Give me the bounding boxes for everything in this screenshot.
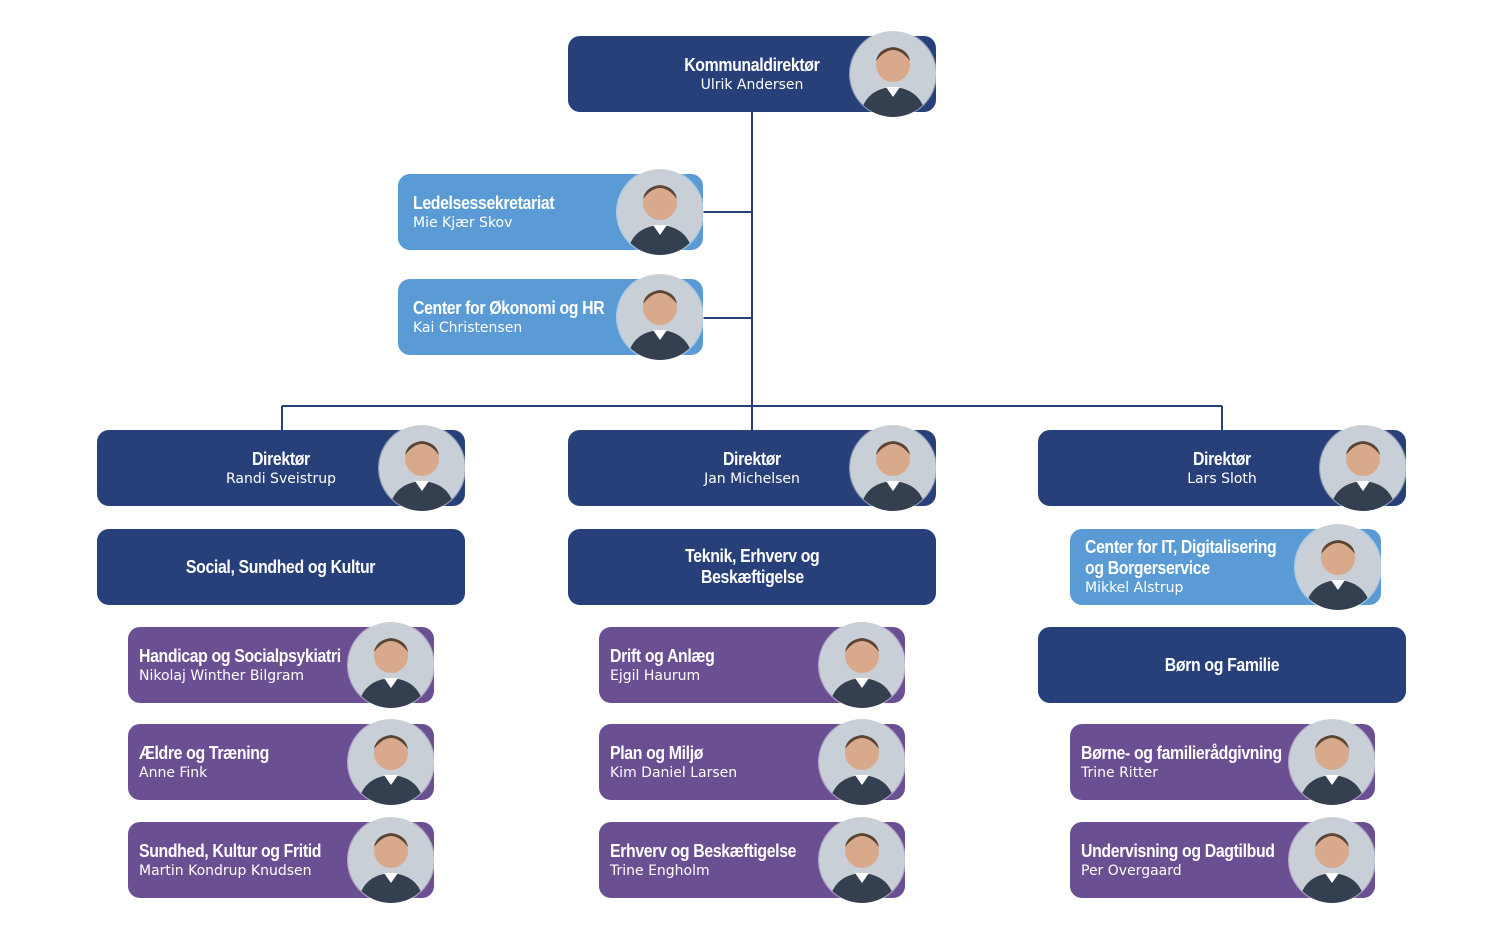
person-photo-icon: [819, 817, 905, 903]
area-title: Børn og Familie: [1164, 654, 1280, 675]
unit-title: Erhverv og Beskæftigelse: [610, 840, 797, 861]
unit-name: Anne Fink: [139, 764, 208, 781]
unit-title: Drift og Anlæg: [610, 645, 715, 666]
director-title: Direktør: [723, 448, 781, 469]
unit-name: Kim Daniel Larsen: [610, 764, 738, 781]
director-name: Randi Sveistrup: [225, 470, 337, 487]
person-photo-icon: [850, 31, 936, 117]
center-name: Mikkel Alstrup: [1085, 580, 1184, 596]
staff-name: Kai Christensen: [413, 319, 523, 336]
director-title: Direktør: [252, 448, 310, 469]
area-box-social[interactable]: Social, Sundhed og Kultur: [97, 529, 465, 605]
staff-title: Ledelsessekretariat: [413, 192, 555, 213]
person-photo-icon: [617, 274, 703, 360]
person-photo-icon: [1320, 425, 1406, 511]
person-photo-icon: [850, 425, 936, 511]
unit-title: Sundhed, Kultur og Fritid: [139, 840, 322, 861]
unit-title: Børne- og familierådgivning: [1081, 742, 1282, 763]
person-photo-icon: [379, 425, 465, 511]
area-box-technical[interactable]: Teknik, Erhverv og Beskæftigelse: [568, 529, 936, 605]
unit-name: Ejgil Haurum: [610, 667, 701, 684]
person-photo-icon: [819, 622, 905, 708]
unit-name: Nikolaj Winther Bilgram: [139, 667, 305, 684]
director-name: Lars Sloth: [1187, 470, 1257, 487]
person-photo-icon: [617, 169, 703, 255]
center-title-line2: og Borgerservice: [1085, 558, 1210, 578]
person-photo-icon: [1295, 524, 1381, 610]
person-photo-icon: [819, 719, 905, 805]
person-photo-icon: [1289, 817, 1375, 903]
person-photo-icon: [1289, 719, 1375, 805]
area-title-line2: Beskæftigelse: [700, 567, 804, 587]
area-box-children[interactable]: Børn og Familie: [1038, 627, 1406, 703]
unit-name: Trine Ritter: [1081, 764, 1159, 781]
unit-name: Per Overgaard: [1081, 862, 1182, 879]
unit-name: Trine Engholm: [610, 862, 710, 879]
unit-title: Plan og Miljø: [610, 742, 704, 763]
unit-title: Handicap og Socialpsykiatri: [139, 645, 341, 666]
center-title-line1: Center for IT, Digitalisering: [1085, 537, 1277, 557]
staff-name: Mie Kjær Skov: [413, 214, 513, 231]
top-director-name: Ulrik Andersen: [700, 76, 804, 93]
area-title-line1: Teknik, Erhverv og: [684, 546, 820, 566]
staff-title: Center for Økonomi og HR: [413, 297, 605, 318]
director-name: Jan Michelsen: [704, 470, 800, 487]
area-title: Social, Sundhed og Kultur: [186, 556, 376, 577]
top-director-title: Kommunaldirektør: [684, 54, 820, 75]
director-title: Direktør: [1193, 448, 1251, 469]
person-photo-icon: [348, 622, 434, 708]
person-photo-icon: [348, 719, 434, 805]
unit-title: Ældre og Træning: [139, 742, 269, 763]
person-photo-icon: [348, 817, 434, 903]
unit-title: Undervisning og Dagtilbud: [1081, 840, 1275, 861]
unit-name: Martin Kondrup Knudsen: [139, 862, 312, 879]
